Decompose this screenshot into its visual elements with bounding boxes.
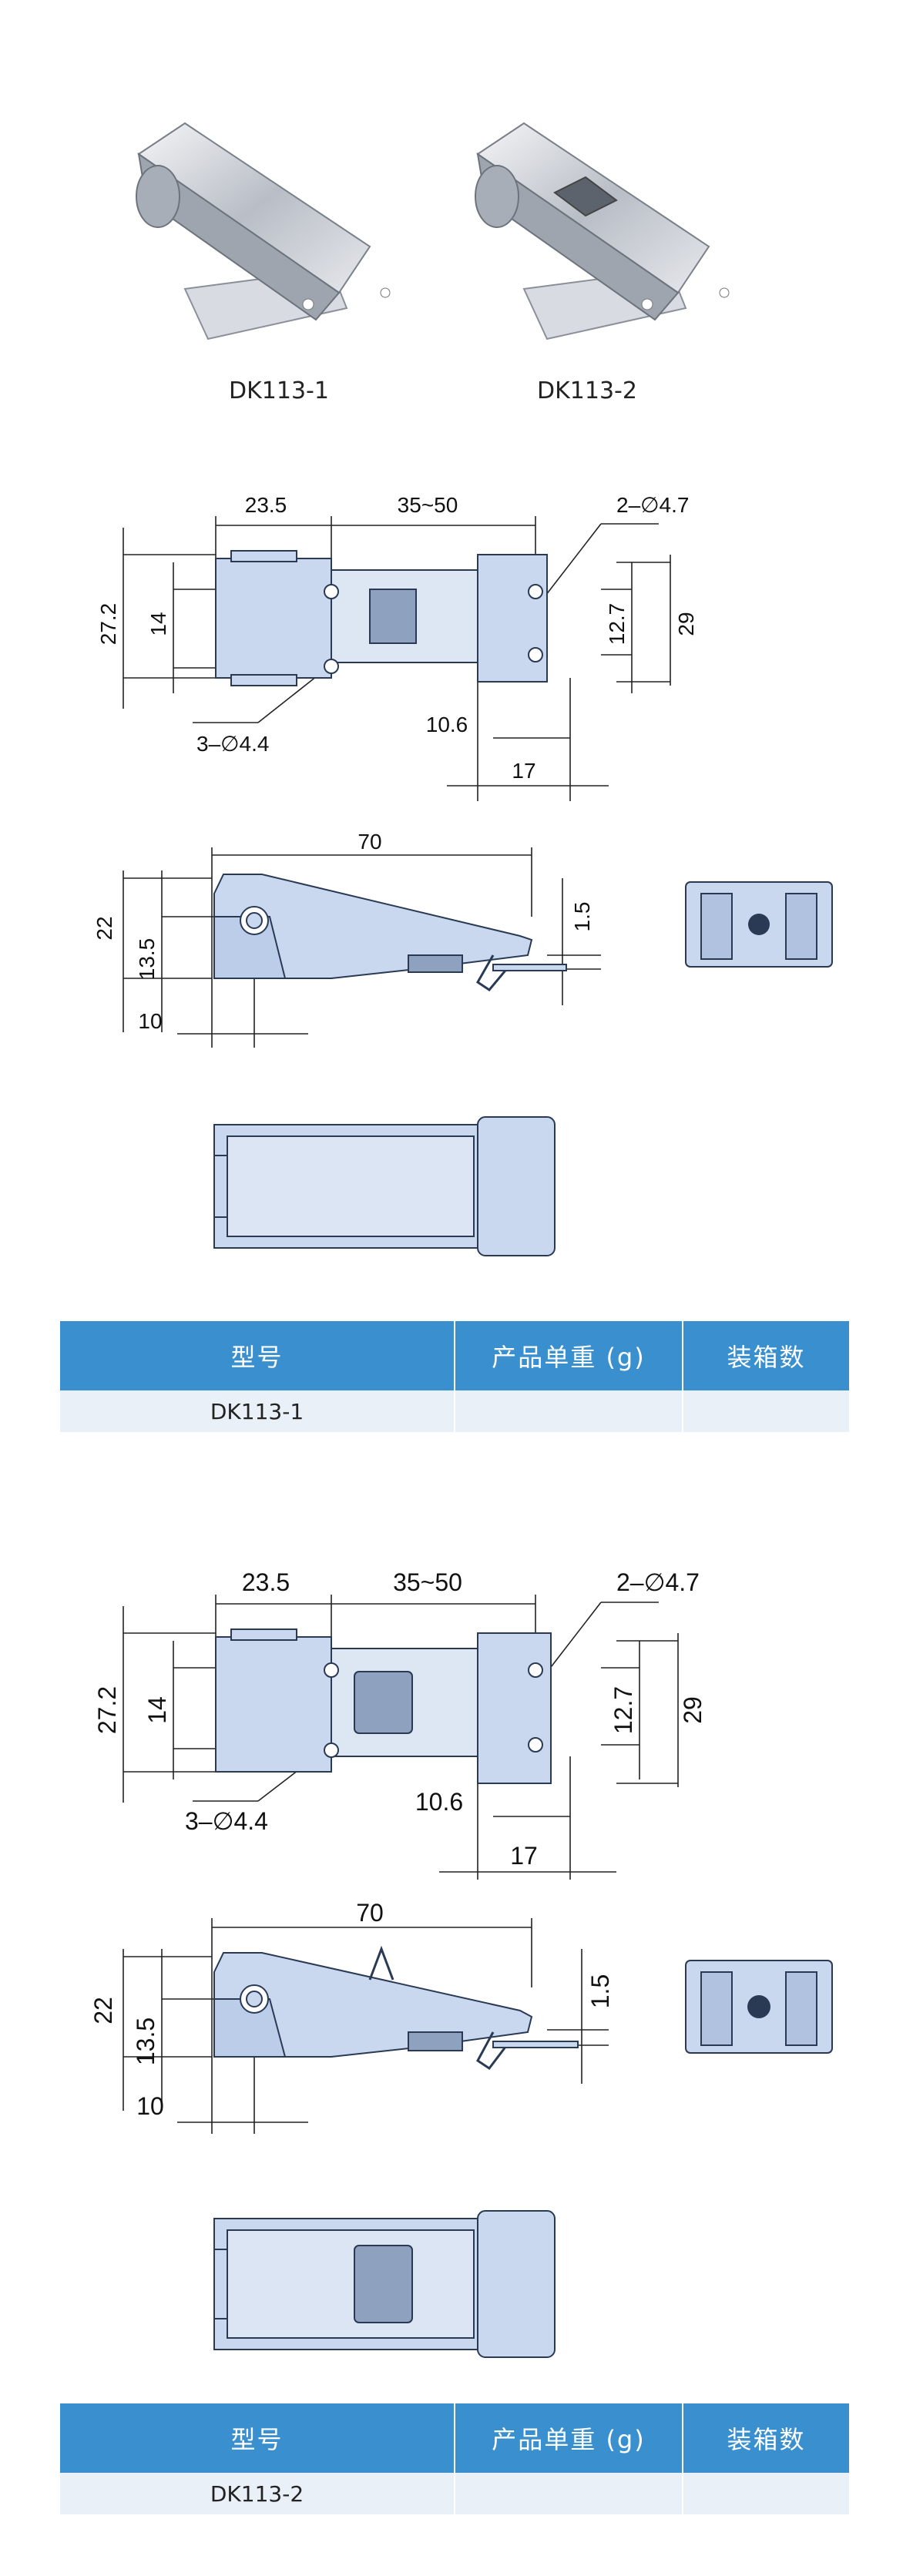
photo-label-dk113-2: DK113-2 <box>537 377 637 404</box>
dim-text: 27.2 <box>93 1686 121 1734</box>
cell-weight <box>455 2473 683 2514</box>
cell-weight <box>455 1390 683 1432</box>
cell-model: DK113-1 <box>60 1390 455 1432</box>
dim-text: 14 <box>146 612 170 636</box>
dim-text: 35~50 <box>393 1568 462 1596</box>
bottom-view-dk113-1 <box>213 1116 556 1256</box>
dim-text: 10.6 <box>426 713 468 736</box>
dim-text: 13.5 <box>135 938 159 981</box>
spec-table-dk113-2: 型号 产品单重 (g) 装箱数 DK113-2 <box>60 2403 849 2514</box>
header-weight: 产品单重 (g) <box>455 2403 683 2473</box>
spec-table-dk113-1: 型号 产品单重 (g) 装箱数 DK113-1 <box>60 1321 849 1432</box>
table-row: DK113-2 <box>60 2473 849 2514</box>
dim-text: 23.5 <box>245 493 287 517</box>
dim-text: 12.7 <box>605 603 629 646</box>
cell-model: DK113-2 <box>60 2473 455 2514</box>
dim-text: 17 <box>510 1842 538 1870</box>
dim-text: 70 <box>358 832 381 854</box>
top-view-dk113-2: 23.5 35~50 2–∅4.7 3–∅4.4 10.6 17 27.2 14… <box>93 1568 707 1880</box>
end-view-dk113-2 <box>685 1960 833 2054</box>
top-view-dk113-1: 23.5 35~50 2–∅4.7 3–∅4.4 10.6 17 27.2 14… <box>96 493 698 801</box>
header-box-qty: 装箱数 <box>683 1321 849 1390</box>
cell-box-qty <box>683 1390 849 1432</box>
dim-text: 14 <box>143 1696 171 1724</box>
dim-text: 23.5 <box>242 1568 290 1596</box>
dim-text: 10 <box>136 2092 164 2120</box>
dim-text: 29 <box>674 612 698 636</box>
dim-text: 27.2 <box>96 603 120 646</box>
table-row: DK113-1 <box>60 1390 849 1432</box>
dim-text: 29 <box>679 1696 707 1724</box>
dim-text: 22 <box>92 916 116 940</box>
dim-text: 10 <box>138 1009 162 1033</box>
bottom-view-dk113-2 <box>213 2210 556 2358</box>
dim-text: 3–∅4.4 <box>185 1807 268 1835</box>
header-box-qty: 装箱数 <box>683 2403 849 2473</box>
dim-text: 35~50 <box>398 493 458 517</box>
header-model: 型号 <box>60 2403 455 2473</box>
dim-text: 22 <box>89 1997 117 2024</box>
dim-text: 3–∅4.4 <box>196 732 269 756</box>
dim-text: 1.5 <box>586 1974 614 2008</box>
dim-text: 1.5 <box>570 902 594 932</box>
photo-label-dk113-1: DK113-1 <box>229 377 329 404</box>
side-view-dk113-1: 70 10 22 13.5 1.5 <box>92 832 601 1048</box>
side-view-dk113-2: 70 10 22 13.5 1.5 <box>89 1903 614 2134</box>
header-model: 型号 <box>60 1321 455 1390</box>
photo-dk113-1 <box>136 122 391 340</box>
photo-dk113-2 <box>475 122 730 340</box>
dim-text: 13.5 <box>132 2018 159 2065</box>
header-weight: 产品单重 (g) <box>455 1321 683 1390</box>
dim-text: 12.7 <box>609 1686 637 1734</box>
end-view-dk113-1 <box>685 881 833 968</box>
dim-text: 70 <box>356 1903 384 1927</box>
dim-text: 17 <box>512 759 535 783</box>
dim-text: 2–∅4.7 <box>616 493 689 517</box>
dim-text: 2–∅4.7 <box>616 1568 700 1596</box>
cell-box-qty <box>683 2473 849 2514</box>
dim-text: 10.6 <box>415 1788 463 1816</box>
